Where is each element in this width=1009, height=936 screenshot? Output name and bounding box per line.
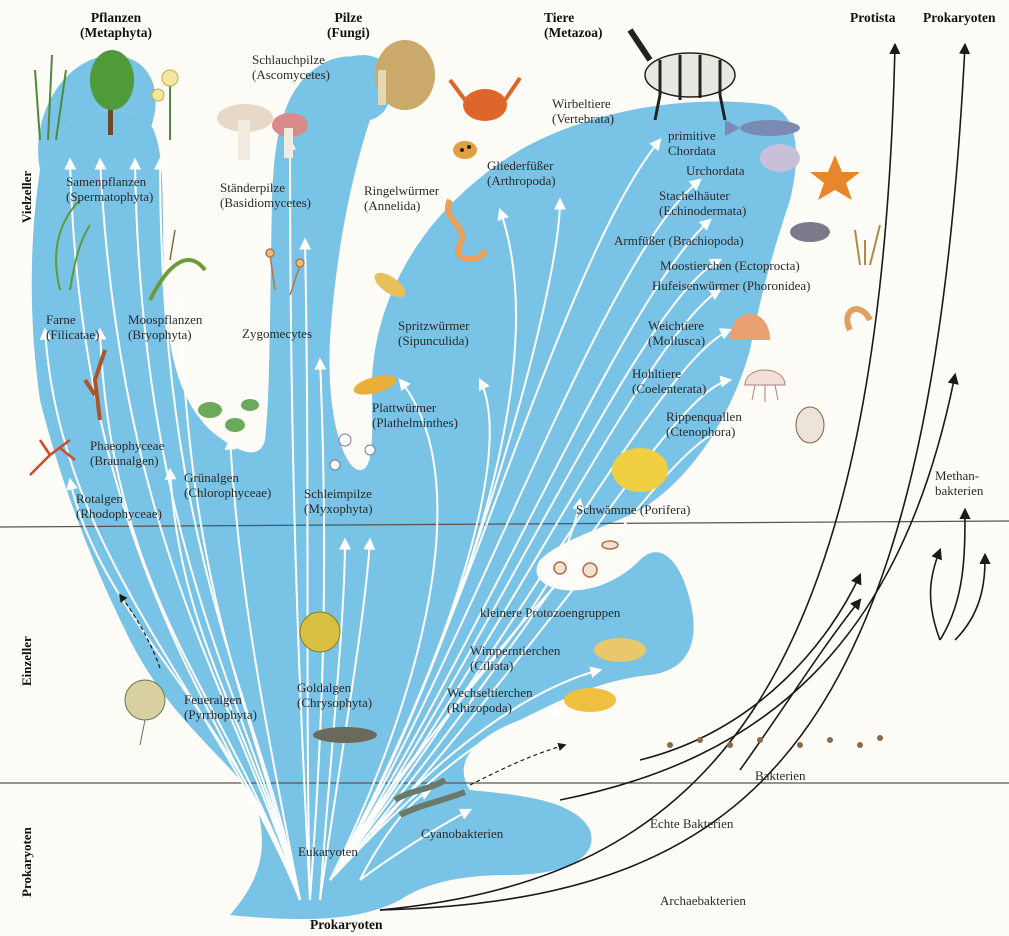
kingdom-animals: Tiere(Metazoa) <box>544 10 602 40</box>
label-slime-molds: Schleimpilze(Myxophyta) <box>304 486 373 516</box>
label-bryozoans: Moostierchen (Ectoprocta) <box>660 258 800 273</box>
sponge-icon <box>612 448 668 492</box>
label-seed-plants: Samenpflanzen(Spermatophyta) <box>66 174 153 204</box>
label-arthropods: Gliederfüßer(Arthropoda) <box>487 158 556 188</box>
label-vertebrates: Wirbeltiere(Vertebrata) <box>552 96 614 126</box>
bacteria-icon <box>667 735 883 748</box>
label-golden-algae: Goldalgen(Chrysophyta) <box>297 680 372 710</box>
protozoa-icon <box>554 541 618 577</box>
label-cnidarians: Hohltiere(Coelenterata) <box>632 366 706 396</box>
label-brachiopods: Armfüßer (Brachiopoda) <box>614 233 744 248</box>
dinoflagellate-icon <box>125 680 165 745</box>
methanobacteria-label: Methan-bakterien <box>935 468 983 498</box>
bryozoan-icon <box>855 225 880 265</box>
kingdom-prokaryotes: Prokaryoten <box>923 10 996 25</box>
golden-alga-icon <box>300 612 340 652</box>
label-zygomycetes: Zygomecytes <box>242 326 312 341</box>
label-urchordates: Urchordata <box>686 163 744 178</box>
label-ferns: Farne(Filicatae) <box>46 312 99 342</box>
brachiopod-icon <box>790 222 830 242</box>
kingdom-fungi: Pilze(Fungi) <box>327 10 370 40</box>
jellyfish-icon <box>745 370 785 402</box>
label-mosses: Moospflanzen(Bryophyta) <box>128 312 202 342</box>
label-small-protozoa: kleinere Protozoengruppen <box>480 605 620 620</box>
label-molluscs: Weichtiere(Mollusca) <box>648 318 705 348</box>
kingdom-plants: Pflanzen(Metaphyta) <box>80 10 152 40</box>
label-annelids: Ringelwürmer(Annelida) <box>364 183 439 213</box>
label-basidiomycetes: Ständerpilze(Basidiomycetes) <box>220 180 311 210</box>
amoeba-icon <box>564 688 616 712</box>
green-algae-icon <box>198 399 259 432</box>
diatom-icon <box>313 727 377 743</box>
label-red-algae: Rotalgen(Rhodophyceae) <box>76 491 162 521</box>
label-true-bacteria: Echte Bakterien <box>650 816 733 831</box>
label-echinoderms: Stachelhäuter(Echinodermata) <box>659 188 746 218</box>
ctenophore-icon <box>796 407 824 443</box>
label-ciliates: Wimperntierchen(Ciliata) <box>470 643 560 673</box>
flower-plant-icon <box>152 70 178 140</box>
label-sipunculids: Spritzwürmer(Sipunculida) <box>398 318 469 348</box>
label-eukaryotes: Eukaryoten <box>298 844 358 859</box>
label-cyanobacteria: Cyanobakterien <box>421 826 503 841</box>
level-label-multicellular: Vielzeller <box>19 153 35 223</box>
label-archaebacteria: Archaebakterien <box>660 893 746 908</box>
label-brown-algae: Phaeophyceae(Braunalgen) <box>90 438 164 468</box>
label-root-prokaryotes: Prokaryoten <box>310 917 383 932</box>
starfish-icon <box>810 155 860 200</box>
crab-icon <box>450 78 520 121</box>
label-bacteria: Bakterien <box>755 768 806 783</box>
phoronid-icon <box>847 309 870 330</box>
label-ascomycetes: Schlauchpilze(Ascomycetes) <box>252 52 330 82</box>
kingdom-protista: Protista <box>850 10 896 25</box>
level-label-unicellular: Einzeller <box>19 620 35 686</box>
beetle-icon <box>453 141 477 159</box>
label-green-algae: Grünalgen(Chlorophyceae) <box>184 470 271 500</box>
ciliate-icon <box>594 638 646 662</box>
label-rhizopods: Wechseltierchen(Rhizopoda) <box>447 685 533 715</box>
morel-icon <box>375 40 435 110</box>
tunicate-icon <box>760 144 800 172</box>
label-ctenophores: Rippenquallen(Ctenophora) <box>666 409 742 439</box>
label-sponges: Schwämme (Porifera) <box>576 502 690 517</box>
label-dinoflagellates: Feueralgen(Pyrrhophyta) <box>184 692 257 722</box>
label-phoronids: Hufeisenwürmer (Phoronidea) <box>652 278 810 293</box>
label-flatworms: Plattwürmer(Plathelminthes) <box>372 400 458 430</box>
level-label-prokaryotes: Prokaryoten <box>19 815 35 897</box>
